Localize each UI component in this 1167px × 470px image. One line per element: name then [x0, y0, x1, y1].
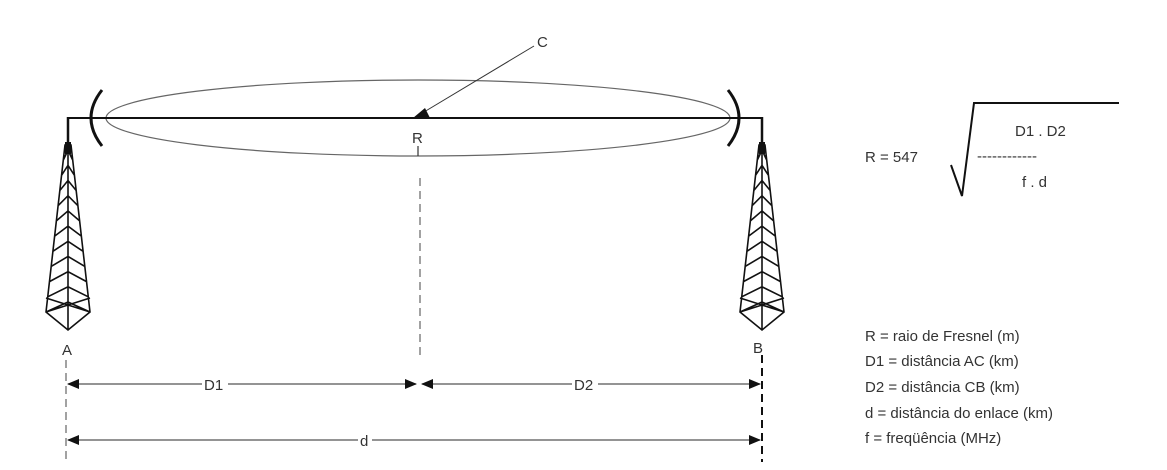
- dish-a-icon: [89, 89, 104, 147]
- legend-item: f = freqüência (MHz): [865, 430, 1001, 447]
- legend-item: D2 = distância CB (km): [865, 379, 1020, 396]
- legend: R = raio de Fresnel (m) D1 = distância A…: [865, 328, 1053, 447]
- tower-antenna-mount: [65, 142, 71, 154]
- legend-item: d = distância do enlace (km): [865, 405, 1053, 422]
- legend-item: R = raio de Fresnel (m): [865, 328, 1020, 345]
- tower-lattice: [45, 144, 91, 332]
- dish-b-icon: [726, 89, 741, 147]
- pointer-c: [423, 45, 535, 113]
- label-d2: D2: [574, 377, 593, 394]
- tower-lattice: [739, 144, 785, 332]
- formula-denominator: f . d: [1022, 174, 1047, 191]
- formula-lhs: R = 547: [865, 149, 918, 166]
- label-d1: D1: [204, 377, 223, 394]
- label-a: A: [62, 342, 72, 359]
- label-d: d: [360, 433, 368, 450]
- label-c: C: [537, 34, 548, 51]
- tower-a-icon: [45, 142, 91, 332]
- label-b: B: [753, 340, 763, 357]
- tower-antenna-mount: [759, 142, 765, 154]
- square-root-icon: [950, 102, 1119, 197]
- formula-numerator: D1 . D2: [1015, 123, 1066, 140]
- tower-b-icon: [739, 142, 785, 332]
- label-r: R: [412, 130, 423, 147]
- pointer-c-arrowhead: [413, 108, 430, 118]
- formula-fraction-bar: ------------: [977, 148, 1037, 165]
- legend-item: D1 = distância AC (km): [865, 353, 1019, 370]
